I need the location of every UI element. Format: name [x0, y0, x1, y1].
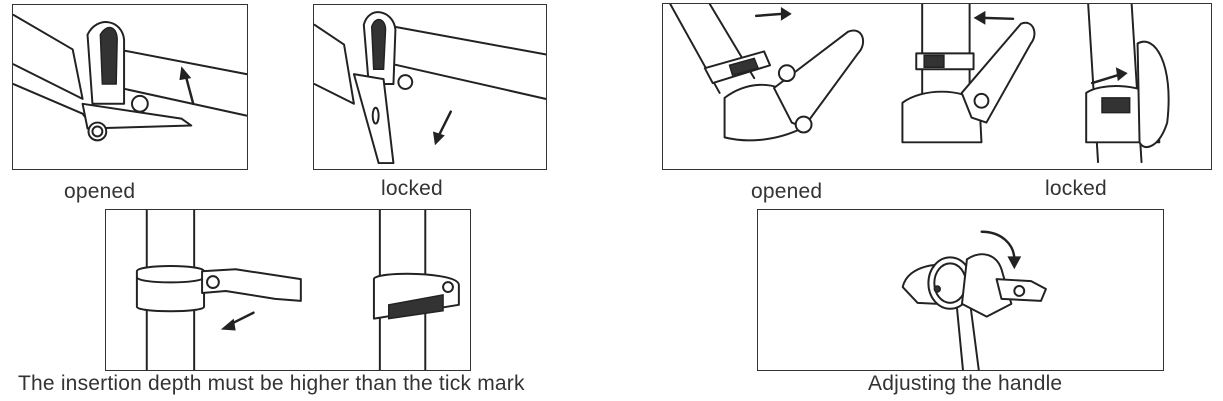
caption-seatpost-locked: locked — [381, 177, 443, 200]
insertion-depth-illustration — [135, 210, 460, 370]
caption-insertion-depth: The insertion depth must be higher than … — [18, 372, 525, 395]
caption-seatpost-opened: opened — [64, 180, 136, 203]
seatpost-clamp-locked-illustration — [314, 11, 546, 165]
caption-stem-opened: opened — [751, 180, 823, 203]
seatpost-clamp-figure — [12, 4, 248, 170]
stem-clamp-figure — [662, 3, 1212, 170]
insertion-depth-figure — [105, 209, 471, 371]
adjusting-handle-figure — [757, 209, 1164, 371]
caption-adjusting-handle: Adjusting the handle — [868, 372, 1063, 395]
stem-clamp-illustration — [669, 4, 1170, 164]
caption-stem-locked: locked — [1045, 177, 1107, 200]
adjusting-handle-illustration — [901, 230, 1047, 370]
seatpost-clamp-locked-figure — [313, 4, 547, 170]
seatpost-clamp-opened-illustration — [13, 13, 247, 142]
